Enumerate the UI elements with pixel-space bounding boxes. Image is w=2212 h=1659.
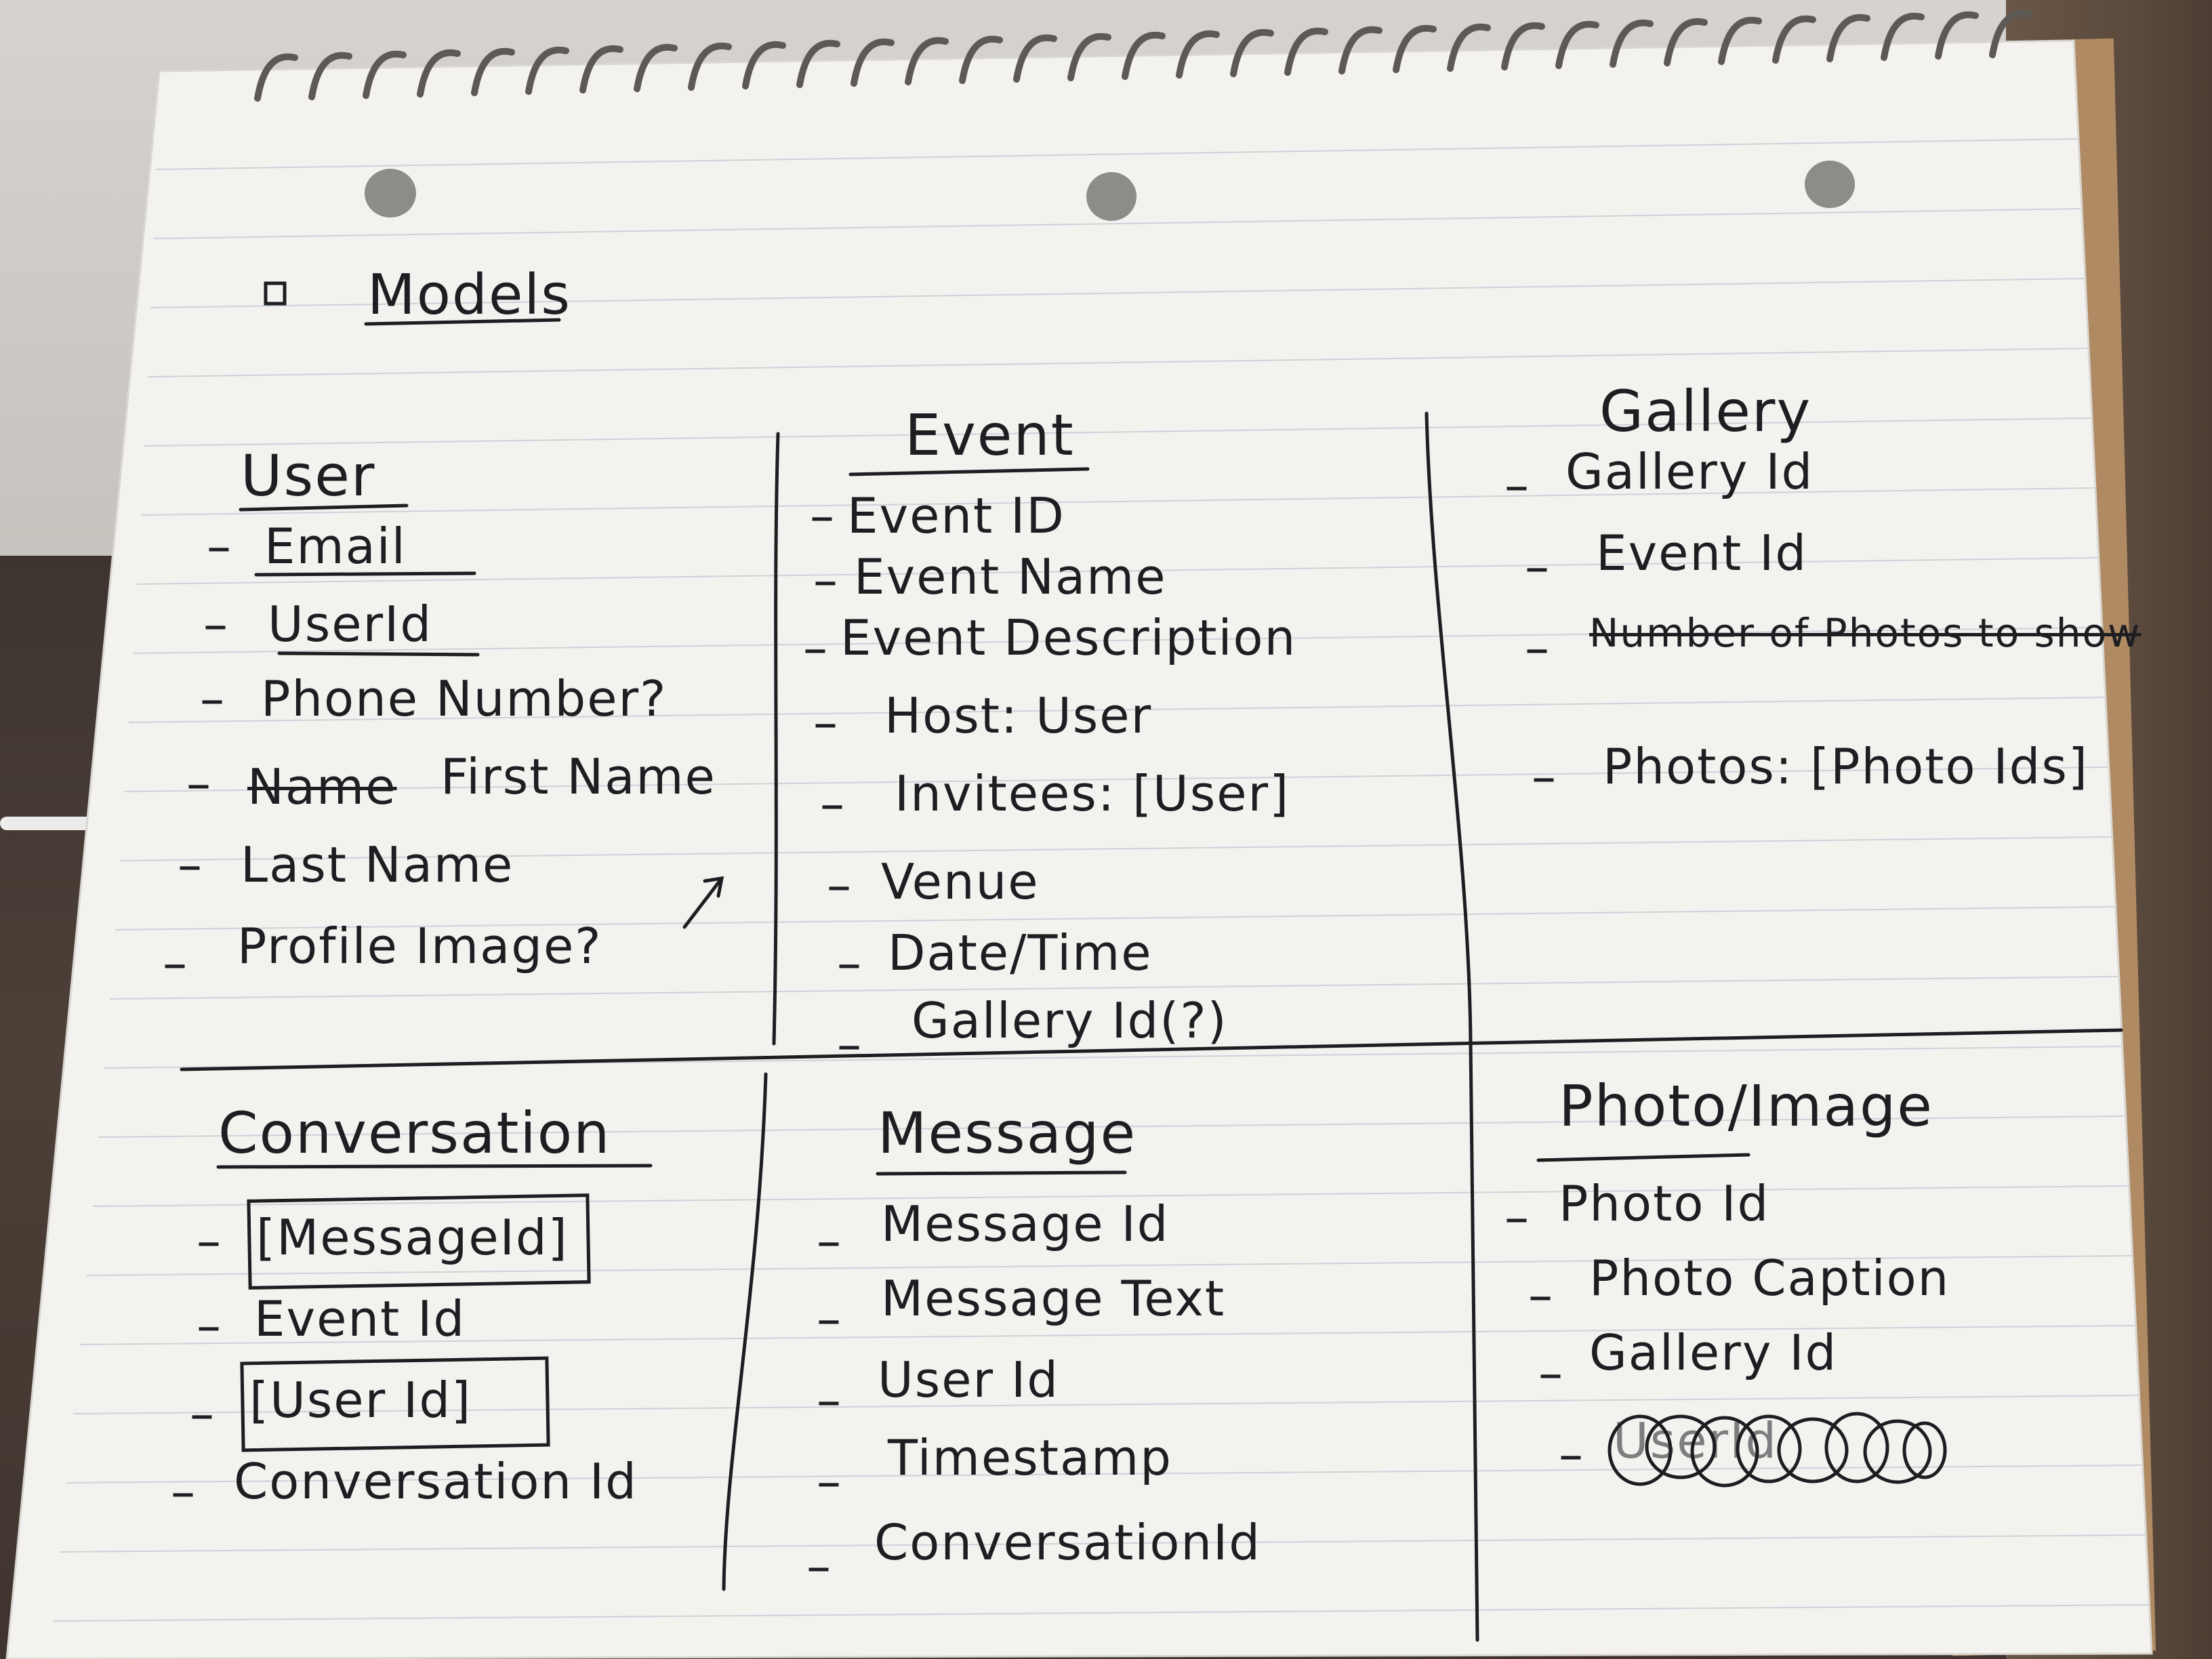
message-field-timestamp: Timestamp (888, 1429, 1172, 1486)
photo-field-caption: Photo Caption (1589, 1250, 1950, 1307)
user-field-struck-name: Name (247, 758, 397, 815)
ruled-lines (52, 138, 2149, 1622)
message-field-message-text: Message Text (881, 1270, 1226, 1327)
photo-heading: Photo/Image (1559, 1073, 1933, 1139)
user-field-phone: Phone Number? (261, 670, 668, 727)
punch-holes (365, 161, 1855, 221)
bullet-dash: – (1528, 1267, 1553, 1324)
bullet-dash: – (810, 487, 834, 544)
conversation-field-message-id: [MessageId] (256, 1209, 569, 1266)
bullet-dash: – (171, 1463, 195, 1520)
bullet-dash: – (203, 596, 228, 653)
bullet-dash: – (1525, 619, 1549, 676)
bullet-dash: – (178, 836, 202, 893)
spiral-binding (254, 9, 2033, 102)
event-heading: Event (905, 402, 1075, 468)
user-field-email: Email (264, 518, 407, 575)
bullet-dash: – (817, 1212, 841, 1269)
gallery-field-photos: Photos: [Photo Ids] (1603, 738, 2089, 795)
conversation-heading: Conversation (218, 1100, 611, 1166)
conversation-field-user-id: [User Id] (249, 1372, 472, 1429)
conversation-field-conversation-id: Conversation Id (234, 1453, 638, 1510)
photo-field-photo-id: Photo Id (1559, 1175, 1770, 1232)
message-field-user-id: User Id (878, 1351, 1059, 1408)
event-field-datetime: Date/Time (888, 924, 1153, 981)
grid-dividers (180, 281, 2123, 1642)
user-field-lastname: Last Name (241, 836, 514, 893)
user-field-firstname: First Name (441, 748, 716, 805)
event-field-host: Host: User (884, 687, 1153, 744)
bullet-dash: – (813, 552, 838, 609)
bullet-dash: – (827, 857, 851, 914)
bullet-dash: – (1525, 538, 1549, 595)
bullet-dash: – (1538, 1345, 1563, 1401)
event-field-id: Event ID (847, 487, 1065, 544)
scribble-out (1607, 1412, 1947, 1488)
bullet-dash: – (817, 1290, 841, 1347)
gallery-heading: Gallery (1599, 378, 1812, 445)
user-field-profile-image: Profile Image? (237, 918, 602, 975)
gallery-field-gallery-id: Gallery Id (1565, 443, 1814, 500)
bullet-dash: – (837, 1016, 861, 1073)
bullet-dash: – (1532, 748, 1556, 805)
event-field-description: Event Description (840, 609, 1297, 666)
bullet-dash: – (820, 775, 844, 832)
bullet-dash: – (1504, 457, 1529, 514)
bullet-dash: – (163, 935, 187, 991)
bullet-dash: – (190, 1385, 214, 1442)
message-heading: Message (878, 1100, 1137, 1166)
bullet-dash: – (197, 1212, 221, 1269)
bullet-dash: – (817, 1453, 841, 1510)
bullet-dash: – (186, 755, 211, 812)
bullet-dash: – (207, 518, 231, 575)
message-field-message-id: Message Id (881, 1195, 1170, 1252)
bullet-dash: – (1504, 1189, 1529, 1246)
bullet-dash: – (813, 694, 838, 751)
bullet-dash: – (817, 1372, 841, 1429)
bullet-dash: – (197, 1297, 221, 1354)
page-title: Models (367, 263, 571, 327)
bullet-dash: – (803, 619, 827, 676)
event-field-invitees: Invitees: [User] (895, 765, 1290, 822)
gallery-field-struck: Number of Photos to show (1589, 610, 2142, 656)
bullet-dash: – (200, 670, 224, 727)
event-field-gallery-id: Gallery Id(?) (912, 992, 1228, 1049)
gallery-field-event-id: Event Id (1596, 525, 1808, 581)
conversation-field-event-id: Event Id (254, 1290, 466, 1347)
user-heading: User (241, 443, 376, 509)
user-field-userid: UserId (268, 596, 433, 653)
bullet-dash: – (806, 1538, 831, 1595)
field-boxes (240, 1193, 591, 1452)
event-field-name: Event Name (854, 548, 1167, 605)
photo-field-gallery-id: Gallery Id (1589, 1324, 1838, 1381)
event-field-venue: Venue (881, 853, 1040, 910)
message-field-conversation-id: ConversationId (874, 1514, 1261, 1571)
bullet-dash: – (1559, 1426, 1583, 1483)
bullet-dash: – (837, 935, 861, 991)
